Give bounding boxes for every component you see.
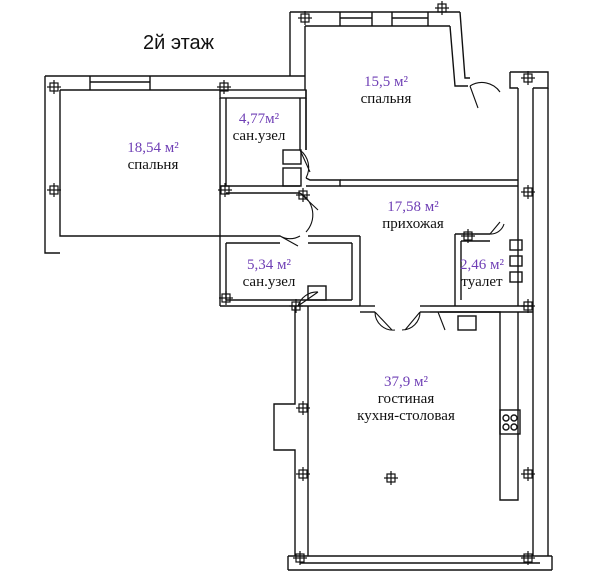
room-bedroom-left: 18,54 м² спальня (127, 140, 179, 174)
column-marker (289, 299, 303, 313)
room-name: спальня (127, 157, 179, 173)
room-area: 5,34 м² (246, 257, 291, 273)
room-hall: 17,58 м² прихожая (382, 199, 444, 233)
room-living: 37,9 м² гостиная кухня-столовая (357, 374, 455, 425)
room-area: 2,46 м² (460, 257, 504, 273)
column-marker (296, 467, 310, 481)
column-marker (298, 11, 312, 25)
room-name: гостиная (377, 391, 435, 407)
column-marker (47, 183, 61, 197)
room-area: 17,58 м² (387, 199, 439, 215)
column-markers (47, 1, 535, 565)
room-bath-top: 4,77м² сан.узел (233, 111, 286, 145)
room-name: сан.узел (242, 274, 296, 290)
room-name: сан.узел (232, 128, 286, 144)
kitchen-counter (440, 311, 521, 501)
room-name: туалет (461, 274, 503, 290)
column-marker (521, 467, 535, 481)
room-name-secondary: кухня-столовая (357, 408, 455, 424)
column-marker (218, 183, 232, 197)
plan-title: 2й этаж (143, 32, 215, 54)
column-marker (293, 551, 307, 565)
sanitary-fixtures (282, 149, 523, 301)
column-marker (521, 185, 535, 199)
column-marker (217, 80, 231, 94)
room-area: 4,77м² (238, 111, 280, 127)
room-name: прихожая (382, 216, 444, 232)
column-marker (521, 71, 535, 85)
room-toilet: 2,46 м² туалет (460, 257, 504, 291)
column-marker (435, 1, 449, 15)
room-area: 37,9 м² (384, 374, 428, 390)
column-marker (296, 401, 310, 415)
column-marker (521, 551, 535, 565)
column-marker (521, 299, 535, 313)
room-area: 15,5 м² (363, 74, 408, 90)
room-bedroom-top: 15,5 м² спальня (361, 74, 412, 108)
room-bath-mid: 5,34 м² сан.узел (243, 257, 296, 291)
column-marker (384, 471, 398, 485)
room-area: 18,54 м² (127, 140, 179, 156)
interior-walls (219, 89, 533, 316)
outer-walls (44, 11, 553, 571)
column-marker (461, 229, 475, 243)
column-marker (47, 80, 61, 94)
room-name: спальня (360, 91, 412, 107)
column-marker (296, 188, 310, 202)
column-marker (219, 291, 233, 305)
